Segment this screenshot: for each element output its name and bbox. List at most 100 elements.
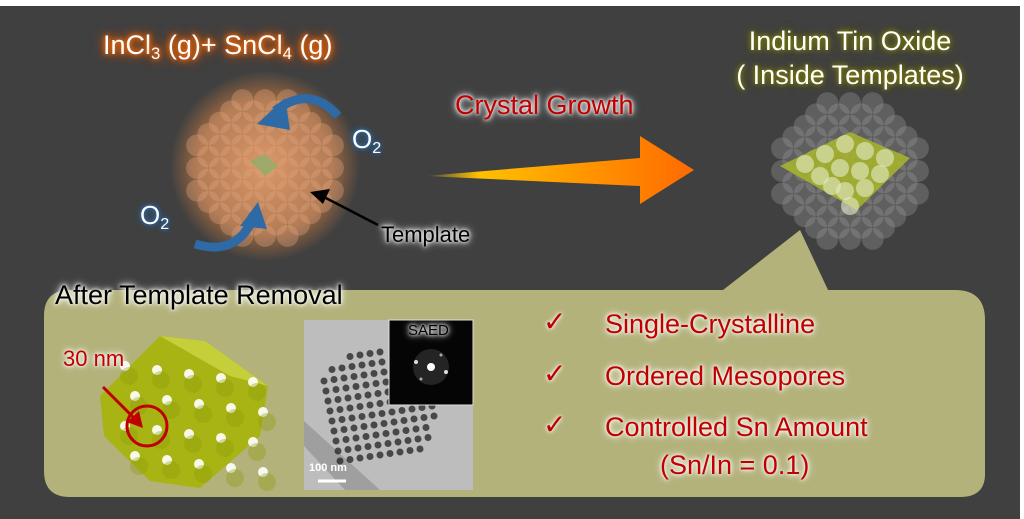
sphere (382, 430, 390, 437)
sphere (884, 182, 907, 205)
sphere (418, 404, 426, 411)
feature-single-crystalline: Single-Crystalline (605, 309, 816, 339)
sphere (220, 123, 243, 146)
sphere (424, 434, 432, 441)
sphere (366, 401, 374, 409)
sphere (348, 414, 356, 422)
sphere (398, 407, 406, 414)
sphere (430, 412, 438, 420)
diagram-art (44, 71, 985, 497)
sphere (372, 380, 380, 387)
oxygen-arrow-top-head (257, 98, 290, 130)
after-removal-label: After Template Removal (55, 280, 343, 310)
sphere (364, 443, 372, 450)
sphere (194, 399, 204, 409)
sphere (242, 100, 265, 123)
template-pointer-head (310, 189, 330, 204)
sphere (197, 145, 220, 168)
sphere (360, 371, 368, 379)
sphere (861, 114, 884, 137)
sphere (208, 134, 231, 157)
sphere (841, 197, 859, 215)
sphere (242, 168, 265, 191)
sphere (811, 167, 829, 185)
sphere (336, 406, 344, 413)
sphere (299, 111, 322, 134)
pore-size-pointer-head (127, 411, 143, 428)
sphere (876, 149, 894, 167)
sphere (872, 126, 895, 149)
sphere (152, 425, 162, 435)
sphere (186, 157, 209, 179)
sphere (872, 193, 895, 216)
sphere (816, 145, 834, 163)
sphere (216, 433, 226, 443)
sphere (258, 407, 268, 417)
sphere (197, 123, 220, 146)
sphere (184, 435, 202, 453)
feature-ordered-mesopores: Ordered Mesopores (605, 361, 846, 391)
sphere (382, 378, 390, 386)
sphere (352, 434, 360, 442)
sphere (258, 467, 268, 477)
sphere (130, 391, 140, 401)
sphere (254, 179, 276, 202)
sphere (408, 405, 416, 413)
crystal-growth-arrow (425, 136, 694, 204)
sphere (861, 205, 884, 228)
sphere (226, 409, 244, 427)
sphere (376, 451, 384, 459)
sphere (226, 469, 244, 487)
sphere (338, 416, 346, 423)
sphere (231, 157, 254, 179)
sphere (344, 446, 352, 453)
sphere (895, 126, 918, 149)
sphere (186, 134, 209, 157)
sphere (265, 190, 288, 213)
graphical-abstract: InCl3 (g)+ SnCl4 (g) O2 O2 Template Crys… (0, 6, 1020, 519)
sphere (276, 179, 299, 202)
sphere (287, 213, 310, 236)
oxygen-label-left: O2 (140, 200, 170, 233)
sphere (402, 427, 410, 434)
sphere (332, 386, 340, 393)
sphere (162, 461, 180, 479)
sphere (216, 379, 234, 397)
sphere (793, 205, 816, 228)
sphere (310, 145, 333, 168)
product-title-line2: ( Inside Templates) (736, 60, 964, 90)
sphere (370, 370, 378, 377)
sphere (850, 216, 873, 239)
sphere (816, 205, 839, 228)
sphere (208, 111, 231, 134)
sphere (334, 396, 342, 403)
sphere (242, 123, 265, 146)
sphere (231, 111, 254, 134)
sphere (197, 168, 220, 191)
sphere (352, 383, 360, 390)
sphere (340, 374, 348, 382)
sphere (332, 437, 340, 445)
sphere (796, 155, 814, 173)
sphere (839, 92, 861, 115)
sphere (216, 373, 226, 383)
sphere (321, 134, 344, 157)
sphere (299, 157, 322, 179)
sphere (884, 205, 907, 228)
sphere (823, 177, 841, 195)
sphere (208, 157, 231, 179)
sphere (348, 363, 356, 370)
sphere (827, 103, 850, 126)
sphere (368, 360, 376, 367)
sphere (254, 224, 276, 247)
sphere (287, 100, 310, 123)
sphere (836, 135, 854, 153)
sphere (872, 103, 895, 126)
sphere (276, 202, 299, 225)
sphere (340, 426, 348, 433)
sphere (321, 157, 344, 179)
sphere (380, 368, 388, 376)
sphere (152, 371, 170, 389)
sphere (356, 351, 364, 359)
sphere (872, 216, 895, 239)
